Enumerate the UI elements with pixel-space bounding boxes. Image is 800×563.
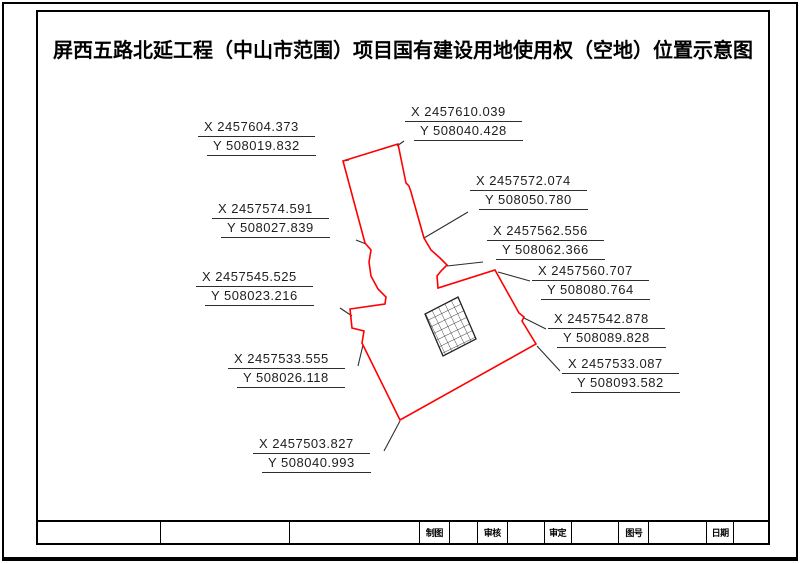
coordinate-x-value: X 2457533.555: [228, 350, 345, 369]
leader-line: [383, 420, 401, 452]
coordinate-x-value: X 2457562.556: [487, 222, 604, 241]
coordinate-y-value: Y 508050.780: [479, 191, 588, 210]
leader-line: [423, 211, 469, 239]
title-block-empty-cell: [289, 522, 419, 543]
coordinate-y-value: Y 508093.582: [571, 374, 680, 393]
title-block-value-cell: [448, 522, 477, 543]
title-block-value-cell: [506, 522, 544, 543]
coordinate-y-value: Y 508023.216: [205, 287, 314, 306]
title-block-label-cell: 日期: [706, 522, 733, 543]
coordinate-x-value: X 2457533.087: [562, 355, 679, 374]
leader-line: [523, 317, 547, 330]
coordinate-y-value: Y 508062.366: [496, 241, 605, 260]
coordinate-x-value: X 2457542.878: [548, 310, 665, 329]
coordinate-x-value: X 2457560.707: [532, 262, 649, 281]
title-block-label-cell: 审定: [543, 522, 571, 543]
title-block-empty-cell: [38, 522, 160, 543]
coordinate-x-value: X 2457574.591: [212, 200, 329, 219]
coordinate-x-value: X 2457572.074: [470, 172, 587, 191]
title-block-label: 审核: [483, 528, 502, 538]
parcel-boundary: [342, 142, 538, 422]
title-block-label-cell: 制图: [418, 522, 449, 543]
coordinate-x-value: X 2457503.827: [253, 435, 370, 454]
leader-line: [536, 345, 561, 372]
coordinate-x-value: X 2457610.039: [405, 103, 522, 122]
title-block-label: 制图: [425, 528, 444, 538]
coordinate-y-value: Y 508019.832: [207, 137, 316, 156]
title-block-value-cell: [733, 522, 768, 543]
coordinate-y-value: Y 508026.118: [237, 369, 345, 388]
page-title: 屏西五路北延工程（中山市范围）项目国有建设用地使用权（空地）位置示意图: [53, 40, 753, 62]
hatched-area: [424, 296, 477, 357]
coordinate-y-value: Y 508080.764: [541, 281, 650, 300]
coordinate-y-value: Y 508040.428: [414, 122, 523, 141]
coordinate-x-value: X 2457545.525: [196, 268, 313, 287]
title-block-label: 图号: [625, 528, 643, 538]
coordinate-y-value: Y 508027.839: [221, 219, 330, 238]
title-block-label: 审定: [549, 528, 567, 538]
leader-line: [446, 261, 484, 267]
title-block: 制图 审核 审定 图号 日期: [36, 520, 770, 545]
coordinate-x-value: X 2457604.373: [198, 118, 315, 137]
coordinate-y-value: Y 508040.993: [262, 454, 371, 473]
leader-line: [497, 271, 531, 282]
title-block-value-cell: [570, 522, 619, 543]
coordinate-y-value: Y 508089.828: [557, 329, 666, 348]
title-block-label-cell: 图号: [618, 522, 648, 543]
title-block-label: 日期: [711, 528, 730, 538]
title-block-value-cell: [648, 522, 706, 543]
leader-line: [357, 344, 364, 367]
title-block-label-cell: 审核: [476, 522, 507, 543]
title-block-empty-cell: [159, 522, 290, 543]
